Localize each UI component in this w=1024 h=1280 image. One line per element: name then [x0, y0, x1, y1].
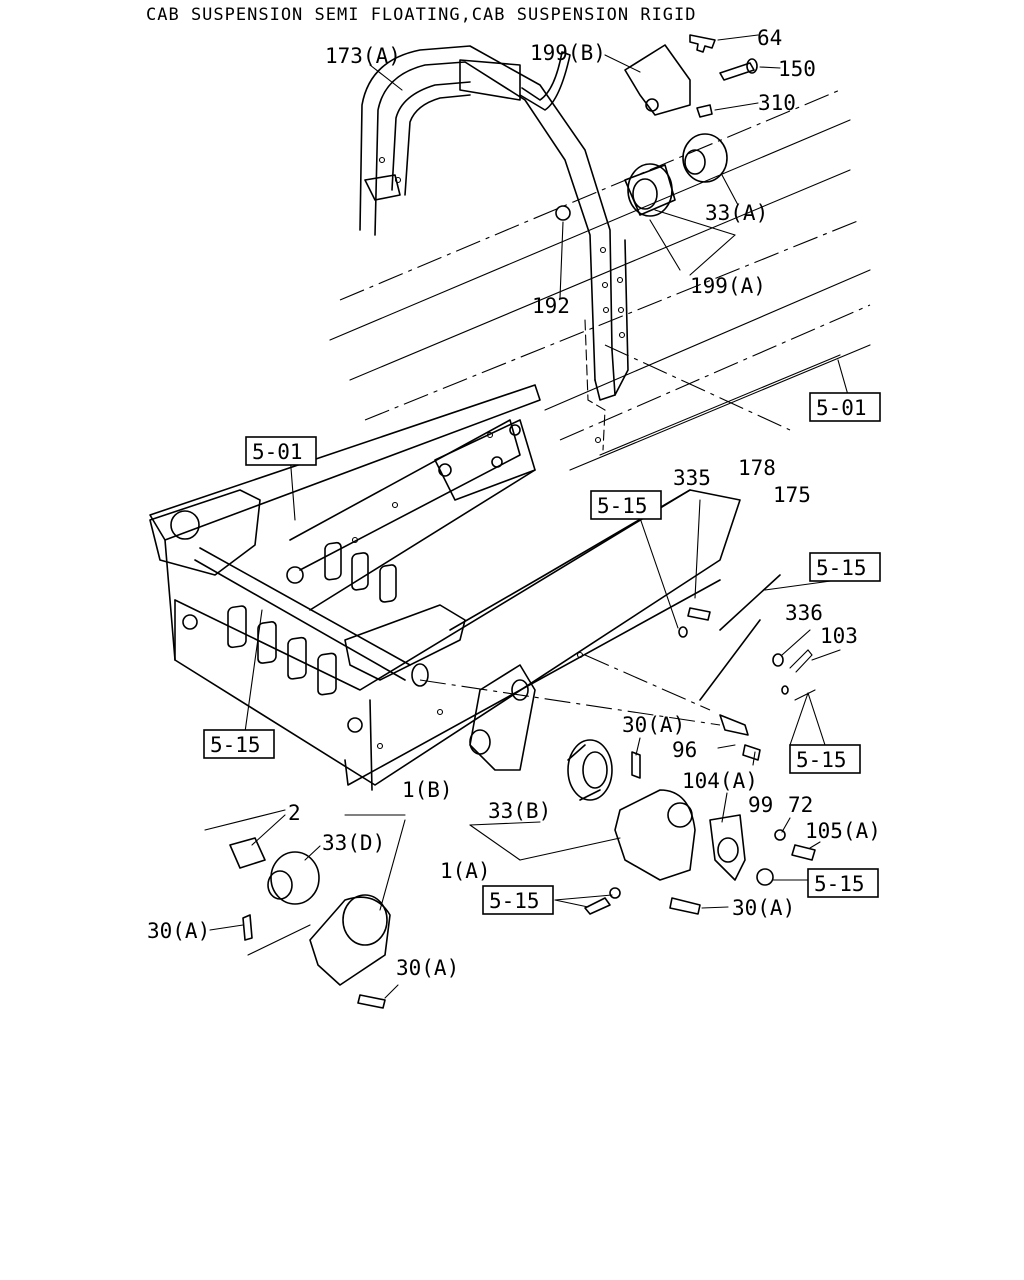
callout-175: 175 — [773, 483, 811, 507]
callout-199b: 199(B) — [530, 41, 606, 65]
callout-64: 64 — [757, 26, 782, 50]
callout-150: 150 — [778, 57, 816, 81]
callout-30a-2: 30(A) — [147, 919, 210, 943]
callout-173a: 173(A) — [325, 44, 401, 68]
callout-2: 2 — [288, 801, 301, 825]
cab-frame-arch — [359, 45, 629, 451]
ref-5-15-bottom: 5-15 — [489, 889, 540, 913]
upper-mount-assembly — [555, 34, 758, 221]
left-mount-assembly — [229, 837, 391, 1009]
callout-103: 103 — [820, 624, 858, 648]
callout-30a-4: 30(A) — [732, 896, 795, 920]
leader-lines — [204, 34, 849, 999]
callout-1a: 1(A) — [440, 859, 491, 883]
reference-boxes: 5-01 5-01 5-15 5-15 5-15 5-15 5-15 5-15 — [203, 392, 881, 915]
callout-192: 192 — [532, 294, 570, 318]
callout-104a: 104(A) — [682, 769, 758, 793]
callout-336: 336 — [785, 601, 823, 625]
ref-5-15-right: 5-15 — [816, 556, 867, 580]
callout-199a: 199(A) — [690, 274, 766, 298]
callout-30a-3: 30(A) — [396, 956, 459, 980]
callout-335: 335 — [673, 466, 711, 490]
callout-33a: 33(A) — [705, 201, 768, 225]
callout-178: 178 — [738, 456, 776, 480]
callout-labels: 173(A) 199(B) 64 150 310 33(A) 199(A) 19… — [147, 26, 881, 980]
ref-5-01-top: 5-01 — [816, 396, 867, 420]
diagram-title: CAB SUSPENSION SEMI FLOATING,CAB SUSPENS… — [146, 5, 697, 25]
callout-310: 310 — [758, 91, 796, 115]
ref-5-15-mid: 5-15 — [796, 748, 847, 772]
ref-5-15-left: 5-15 — [210, 733, 261, 757]
ref-5-15-335: 5-15 — [597, 494, 648, 518]
callout-105a: 105(A) — [805, 819, 881, 843]
lower-mount-assembly — [567, 714, 816, 915]
callout-96: 96 — [672, 738, 697, 762]
link-rod — [678, 574, 816, 701]
ref-5-01-left: 5-01 — [252, 440, 303, 464]
callout-33d: 33(D) — [322, 831, 385, 855]
callout-72: 72 — [788, 793, 813, 817]
callout-1b: 1(B) — [402, 778, 453, 802]
callout-30a-1: 30(A) — [622, 713, 685, 737]
callout-99: 99 — [748, 793, 773, 817]
callout-33b: 33(B) — [488, 799, 551, 823]
ref-5-15-105: 5-15 — [814, 872, 865, 896]
